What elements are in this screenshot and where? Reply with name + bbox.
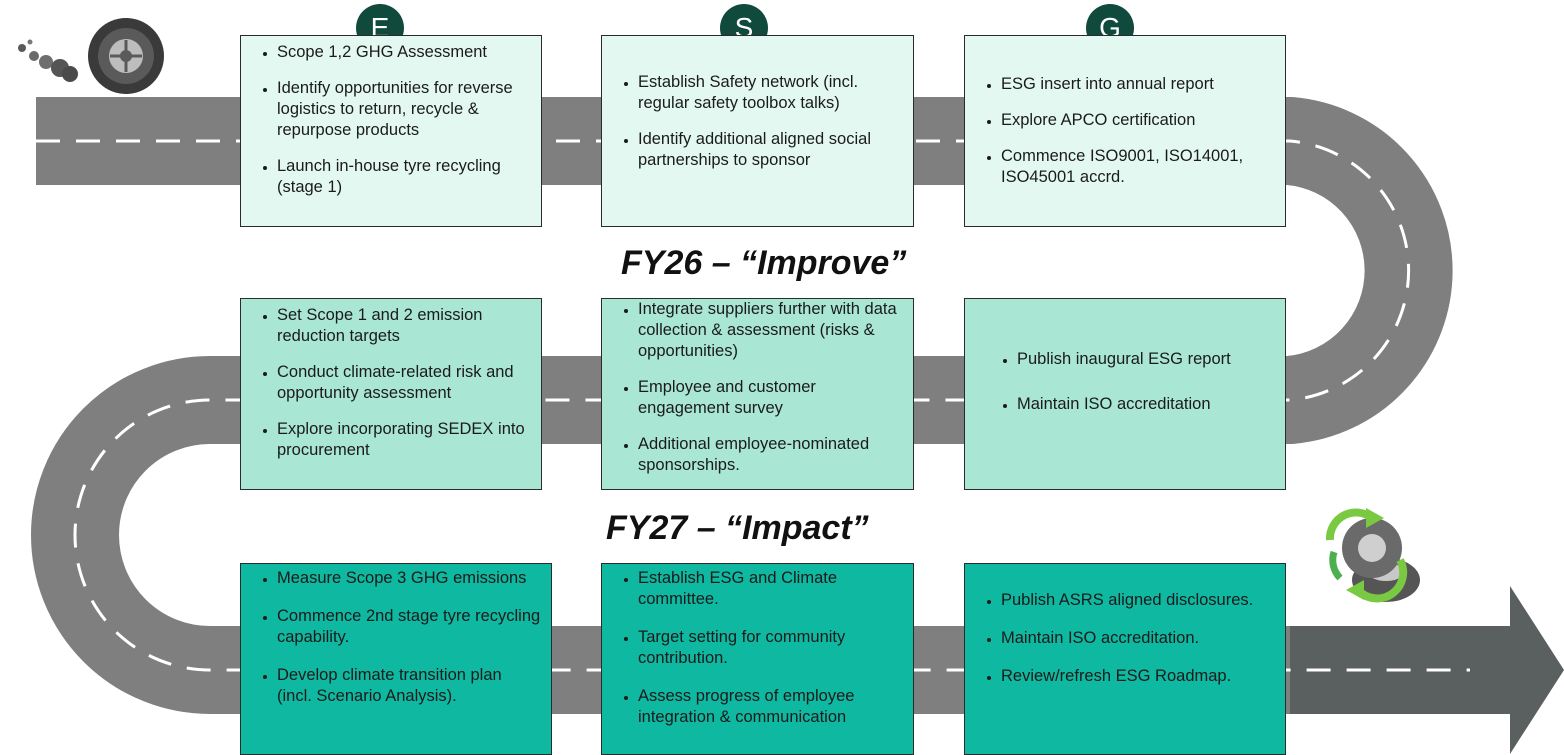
list-item: Maintain ISO accreditation.	[1001, 628, 1275, 649]
road-centre-line	[36, 139, 1470, 672]
row1-environment-box: Scope 1,2 GHG Assessment Identify opport…	[240, 35, 542, 227]
list-item: Assess progress of employee integration …	[638, 686, 903, 728]
list-item: Target setting for community contributio…	[638, 627, 903, 669]
row2-environment-box: Set Scope 1 and 2 emission reduction tar…	[240, 298, 542, 490]
row3-governance-box: Publish ASRS aligned disclosures. Mainta…	[964, 563, 1286, 755]
list-item: Explore incorporating SEDEX into procure…	[277, 419, 531, 461]
list-item: Scope 1,2 GHG Assessment	[277, 42, 531, 63]
list-item: Integrate suppliers further with data co…	[638, 299, 903, 362]
row3-social-box: Establish ESG and Climate committee. Tar…	[601, 563, 914, 755]
list-item: Review/refresh ESG Roadmap.	[1001, 666, 1275, 687]
row2-social-box: Integrate suppliers further with data co…	[601, 298, 914, 490]
row1-governance-box: ESG insert into annual report Explore AP…	[964, 35, 1286, 227]
list-item: ESG insert into annual report	[1001, 74, 1275, 95]
list-item: Explore APCO certification	[1001, 110, 1275, 131]
list-item: Establish Safety network (incl. regular …	[638, 72, 903, 114]
list-item: Set Scope 1 and 2 emission reduction tar…	[277, 305, 531, 347]
list-item: Establish ESG and Climate committee.	[638, 568, 903, 610]
phase-heading-fy27: FY27 – “Impact”	[606, 509, 869, 547]
list-item: Commence 2nd stage tyre recycling capabi…	[277, 606, 541, 648]
list-item: Commence ISO9001, ISO14001, ISO45001 acc…	[1001, 146, 1275, 188]
phase-heading-fy26: FY26 – “Improve”	[621, 244, 907, 282]
list-item: Publish inaugural ESG report	[1017, 349, 1275, 370]
list-item: Employee and customer engagement survey	[638, 377, 903, 419]
recycled-tyres-icon	[1325, 508, 1420, 603]
tyre-icon	[18, 18, 164, 94]
list-item: Additional employee-nominated sponsorshi…	[638, 434, 903, 476]
list-item: Measure Scope 3 GHG emissions	[277, 568, 541, 589]
row2-governance-box: Publish inaugural ESG report Maintain IS…	[964, 298, 1286, 490]
list-item: Develop climate transition plan (incl. S…	[277, 665, 541, 707]
list-item: Conduct climate-related risk and opportu…	[277, 362, 531, 404]
list-item: Identify additional aligned social partn…	[638, 129, 903, 171]
row1-social-box: Establish Safety network (incl. regular …	[601, 35, 914, 227]
list-item: Maintain ISO accreditation	[1017, 394, 1275, 415]
list-item: Publish ASRS aligned disclosures.	[1001, 590, 1275, 611]
list-item: Launch in-house tyre recycling (stage 1)	[277, 156, 531, 198]
row3-environment-box: Measure Scope 3 GHG emissions Commence 2…	[240, 563, 552, 755]
list-item: Identify opportunities for reverse logis…	[277, 78, 531, 141]
